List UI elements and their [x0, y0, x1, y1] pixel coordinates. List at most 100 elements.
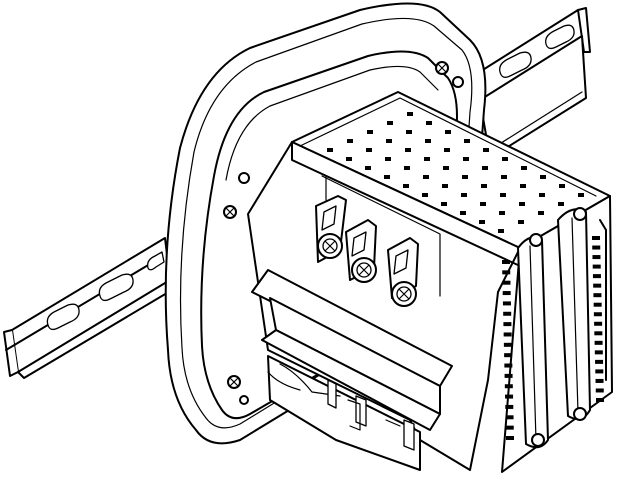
vent-hole: [540, 175, 546, 179]
terminal-block: [315, 195, 347, 263]
terminal-block: [345, 219, 377, 283]
vent-hole: [422, 193, 428, 197]
connector-pin: [506, 436, 514, 440]
vent-hole: [501, 175, 507, 179]
bottom-lug: [327, 379, 337, 409]
rail-slot: [147, 251, 165, 271]
vent-hole: [367, 130, 373, 134]
terminal-block: [387, 237, 419, 307]
connector-pin: [594, 321, 603, 326]
connector-pin: [505, 394, 514, 399]
connector-pin: [503, 322, 512, 327]
connector-pins: [502, 236, 604, 440]
connector-pin: [593, 302, 602, 307]
vent-hole: [403, 184, 409, 188]
vent-hole: [499, 211, 505, 215]
connector-pin: [592, 274, 601, 279]
bottom-lug: [403, 419, 415, 451]
vent-hole: [423, 175, 429, 179]
vent-hole: [366, 148, 372, 152]
vent-hole: [521, 166, 527, 170]
vent-hole: [479, 220, 485, 224]
vent-hole: [444, 148, 450, 152]
connector-pin: [505, 404, 514, 409]
connector-pin: [592, 236, 600, 240]
vent-hole: [365, 166, 371, 170]
connector-pin: [593, 312, 602, 317]
bezel-screw: [239, 395, 249, 405]
connector-strip: [557, 207, 591, 421]
vent-hole: [426, 121, 432, 125]
connector-strips: [502, 207, 607, 449]
meter-body: [247, 91, 613, 473]
vent-hole: [327, 148, 333, 152]
vent-hole: [346, 157, 352, 161]
vent-hole: [578, 193, 584, 197]
vent-hole: [460, 211, 466, 215]
vent-hole: [461, 193, 467, 197]
connector-pin: [505, 415, 514, 420]
vent-hole: [539, 193, 545, 197]
connector-pin: [594, 350, 603, 355]
vent-hole: [518, 220, 524, 224]
rail-slot: [46, 303, 80, 331]
connector-pin: [505, 425, 514, 430]
vent-hole: [480, 202, 486, 206]
vent-hole: [481, 184, 487, 188]
vent-hole: [424, 157, 430, 161]
connector-pin: [504, 384, 513, 389]
connector-pin: [504, 363, 513, 368]
rail-slot: [98, 273, 134, 302]
vent-hole: [502, 157, 508, 161]
vent-hole: [559, 184, 565, 188]
connector-pin: [595, 388, 604, 393]
connector-pin: [594, 331, 603, 336]
connector-pin: [594, 340, 603, 345]
bezel-screw: [435, 61, 449, 75]
vent-hole: [445, 130, 451, 134]
vent-hole: [406, 130, 412, 134]
vent-hole: [462, 175, 468, 179]
connector-pin: [502, 301, 511, 306]
vent-hole: [442, 184, 448, 188]
vent-hole: [498, 229, 504, 233]
connector-pin: [596, 398, 604, 402]
ventilation-holes: [327, 112, 584, 233]
connector-pin: [504, 353, 513, 358]
vent-hole: [384, 175, 390, 179]
vent-hole: [464, 139, 470, 143]
vent-hole: [347, 139, 353, 143]
connector-pin: [592, 245, 601, 250]
bottom-lug: [355, 395, 367, 427]
connector-pin: [592, 264, 601, 269]
terminal-blocks: [315, 175, 441, 307]
bezel-screw: [452, 76, 464, 88]
vent-hole: [520, 184, 526, 188]
vent-hole: [558, 202, 564, 206]
vent-hole: [407, 112, 413, 116]
connector-pin: [503, 311, 512, 316]
vent-hole: [387, 121, 393, 125]
connector-pin: [502, 291, 511, 296]
connector-pin: [593, 283, 602, 288]
connector-strip: [517, 233, 549, 449]
connector-pin: [593, 293, 602, 298]
vent-hole: [519, 202, 525, 206]
connector-pin: [595, 369, 604, 374]
bezel-screw: [223, 205, 237, 219]
vent-hole: [441, 202, 447, 206]
connector-pin: [595, 378, 604, 383]
vent-hole: [500, 193, 506, 197]
connector-pin: [504, 373, 513, 378]
rail-slot: [499, 51, 532, 78]
vent-hole: [425, 139, 431, 143]
bezel-screw: [227, 375, 241, 389]
connector-pin: [502, 280, 511, 285]
connector-pin: [503, 332, 512, 337]
vent-hole: [443, 166, 449, 170]
vent-hole: [482, 166, 488, 170]
vent-hole: [385, 157, 391, 161]
vent-hole: [483, 148, 489, 152]
vent-hole: [386, 139, 392, 143]
